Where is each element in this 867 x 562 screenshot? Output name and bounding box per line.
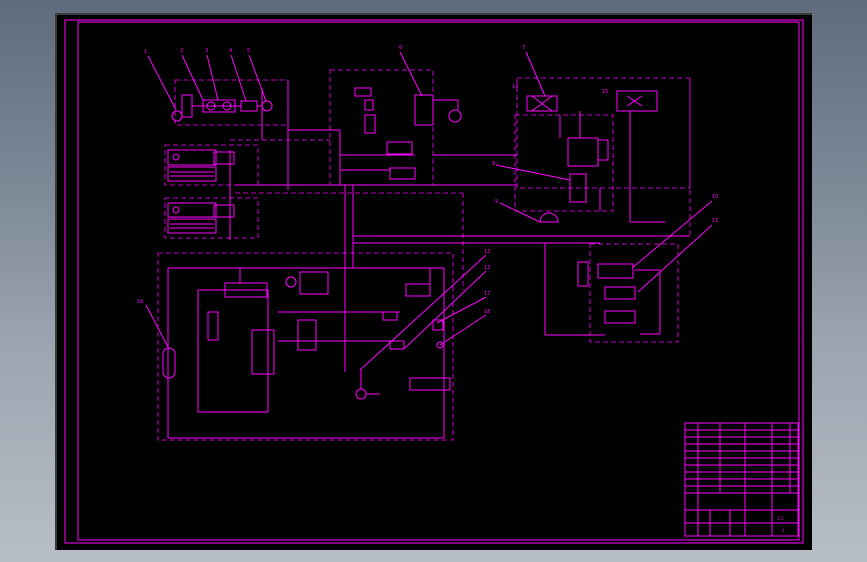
- callout-15: 15: [602, 89, 608, 95]
- callout-5: 5: [247, 48, 250, 54]
- callout-1: 1: [144, 49, 147, 55]
- motor-symbol-lower: [285, 276, 297, 288]
- pump-motor-group: [171, 79, 289, 126]
- callout-6: 6: [399, 45, 402, 51]
- callout-13: 13: [484, 265, 490, 271]
- callout-3: 3: [205, 48, 208, 54]
- callout-9: 9: [495, 199, 498, 205]
- callout-10: 10: [712, 194, 718, 200]
- callout-11: 11: [712, 218, 718, 224]
- motor-symbol: [171, 110, 183, 122]
- callout-16: 16: [137, 299, 143, 305]
- callout-14: 14: [512, 84, 518, 90]
- pump-symbol: [448, 109, 462, 123]
- reservoir-circuit: [157, 252, 454, 441]
- valve-group-center: [329, 69, 462, 186]
- callout-8: 8: [492, 161, 495, 167]
- valve-group-right: [514, 77, 691, 212]
- callout-4: 4: [229, 48, 232, 54]
- title-block-sheet: 1: [782, 528, 785, 533]
- callout-17: 17: [484, 291, 490, 297]
- title-block-scale: 1:1: [777, 516, 784, 521]
- callout-2: 2: [180, 48, 183, 54]
- piping-network: [229, 78, 691, 372]
- pressure-gauge-symbol: [261, 100, 273, 112]
- cylinder-block-upper: [164, 144, 259, 186]
- inner-border: [77, 21, 800, 541]
- cylinder-block-lower: [164, 197, 259, 239]
- valve-group-lower-right: [577, 243, 679, 343]
- outer-border: [64, 19, 804, 544]
- callout-7: 7: [522, 45, 525, 51]
- callout-12: 12: [484, 249, 490, 255]
- callout-18: 18: [484, 309, 490, 315]
- title-block: 1:1 1: [684, 422, 799, 537]
